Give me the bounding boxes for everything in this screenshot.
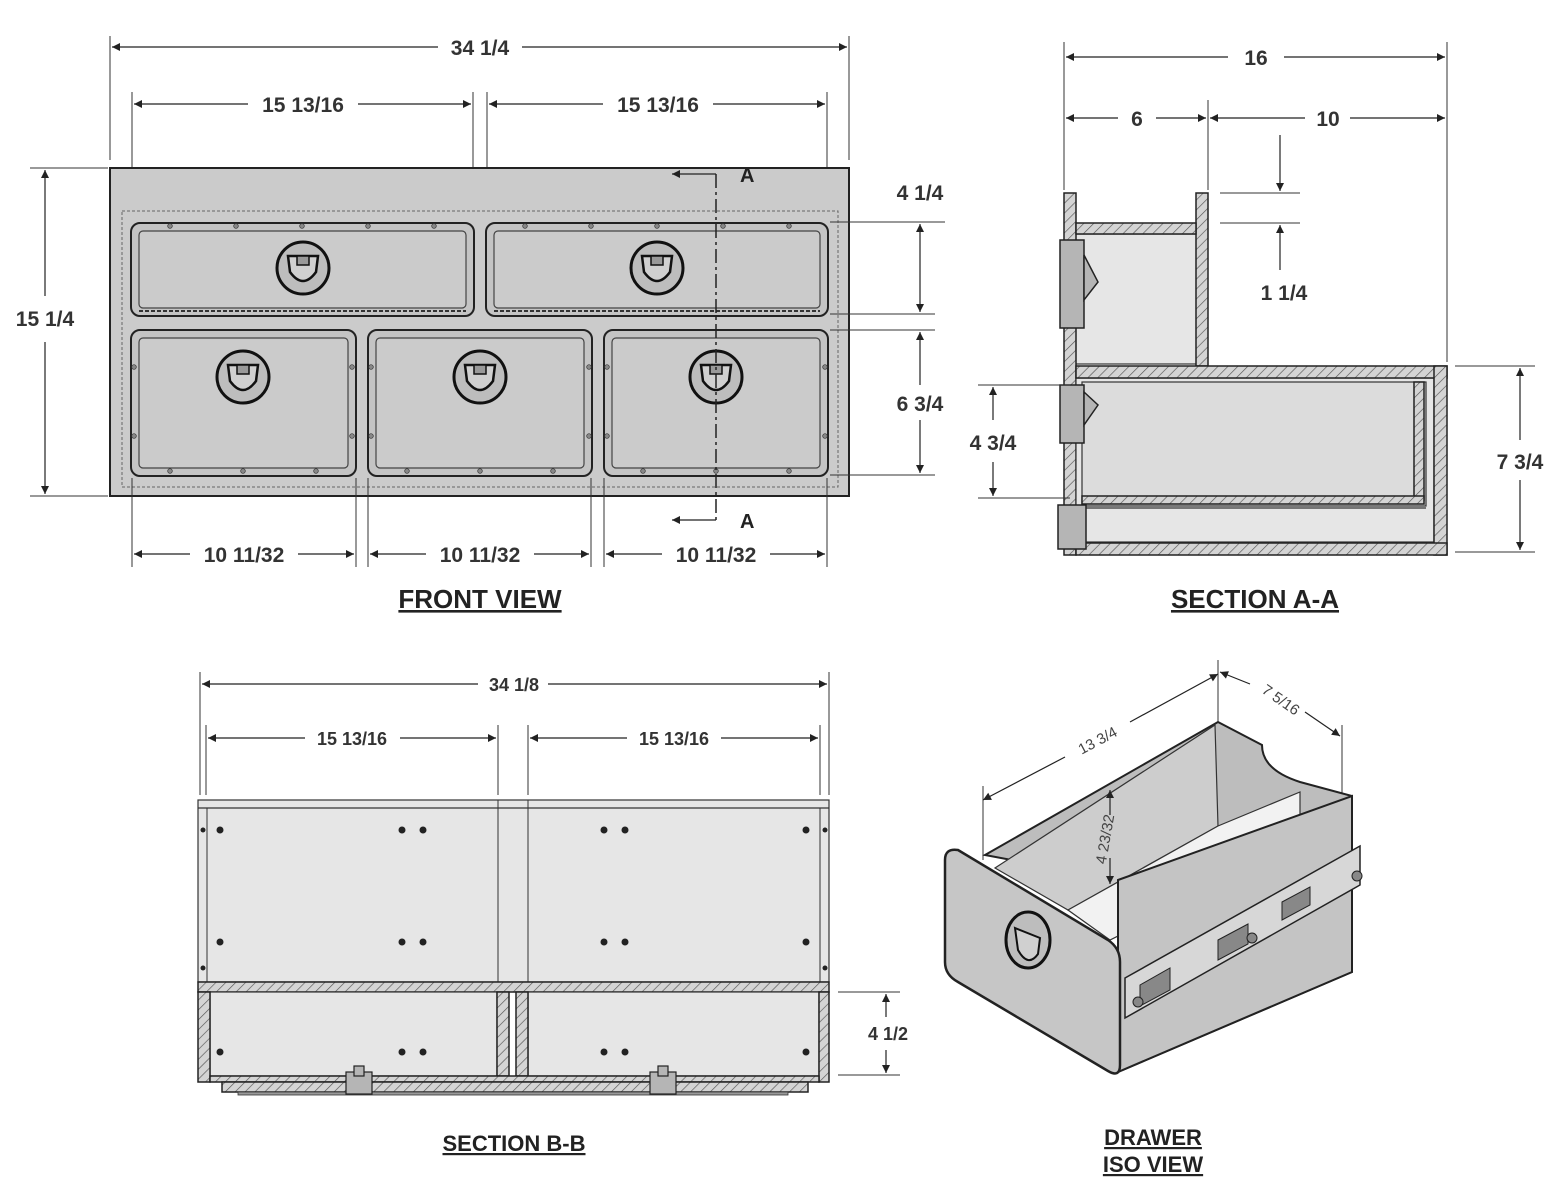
latch-icon bbox=[1057, 239, 1099, 550]
front-bottom-width-1: 10 11/32 bbox=[204, 544, 285, 567]
drawer-iso-title-line1: DRAWER bbox=[1104, 1125, 1202, 1150]
front-view-title: FRONT VIEW bbox=[398, 584, 562, 614]
section-bb-right-width-label: 15 13/16 bbox=[639, 729, 709, 749]
section-aa-depth-label: 16 bbox=[1244, 47, 1267, 70]
front-overall-width-label: 34 1/4 bbox=[451, 37, 510, 60]
front-height-label: 15 1/4 bbox=[16, 308, 75, 331]
handle-icon bbox=[215, 349, 271, 405]
section-aa-lower-height-label: 7 3/4 bbox=[1497, 451, 1544, 474]
section-aa-drawer-height-label: 4 3/4 bbox=[970, 432, 1017, 455]
front-upper-height-label: 4 1/4 bbox=[897, 182, 944, 205]
front-top-right-width-label: 15 13/16 bbox=[617, 94, 699, 117]
front-view: 34 1/4 15 13/16 15 13/16 15 1/4 bbox=[16, 36, 945, 614]
section-marker-top: A bbox=[740, 165, 754, 187]
section-aa-drawer bbox=[1081, 381, 1427, 509]
section-aa: 16 6 10 1 1/4 bbox=[970, 42, 1544, 614]
section-bb: 34 1/8 15 13/16 15 13/16 bbox=[197, 672, 908, 1156]
section-bb-left-width-label: 15 13/16 bbox=[317, 729, 387, 749]
front-top-left-width-label: 15 13/16 bbox=[262, 94, 344, 117]
rail-slot-icon bbox=[1132, 870, 1363, 1008]
section-marker-bottom: A bbox=[740, 511, 754, 533]
front-bottom-width-3: 10 11/32 bbox=[676, 544, 757, 567]
handle-icon bbox=[275, 240, 331, 296]
drawer-width-label: 7 5/16 bbox=[1259, 681, 1303, 719]
handle-icon bbox=[452, 349, 508, 405]
drawer-iso-view: 13 3/4 7 5/16 4 23/32 bbox=[943, 660, 1363, 1177]
drawer-length-label: 13 3/4 bbox=[1075, 724, 1120, 759]
drawer-iso-title-line2: ISO VIEW bbox=[1103, 1152, 1203, 1177]
section-bb-drawer-height-label: 4 1/2 bbox=[868, 1024, 908, 1044]
section-bb-overall-width-label: 34 1/8 bbox=[489, 675, 539, 695]
latch-icon bbox=[345, 1065, 677, 1095]
handle-icon bbox=[629, 240, 685, 296]
section-bb-title: SECTION B-B bbox=[443, 1131, 586, 1156]
section-aa-lower-extra-label: 10 bbox=[1316, 108, 1339, 131]
section-aa-upper-depth-label: 6 bbox=[1131, 108, 1143, 131]
drawer-handle-icon bbox=[1004, 910, 1052, 970]
front-lower-height-label: 6 3/4 bbox=[897, 393, 944, 416]
section-aa-title: SECTION A-A bbox=[1171, 584, 1339, 614]
section-aa-gap-label: 1 1/4 bbox=[1261, 282, 1308, 305]
front-bottom-width-2: 10 11/32 bbox=[440, 544, 521, 567]
